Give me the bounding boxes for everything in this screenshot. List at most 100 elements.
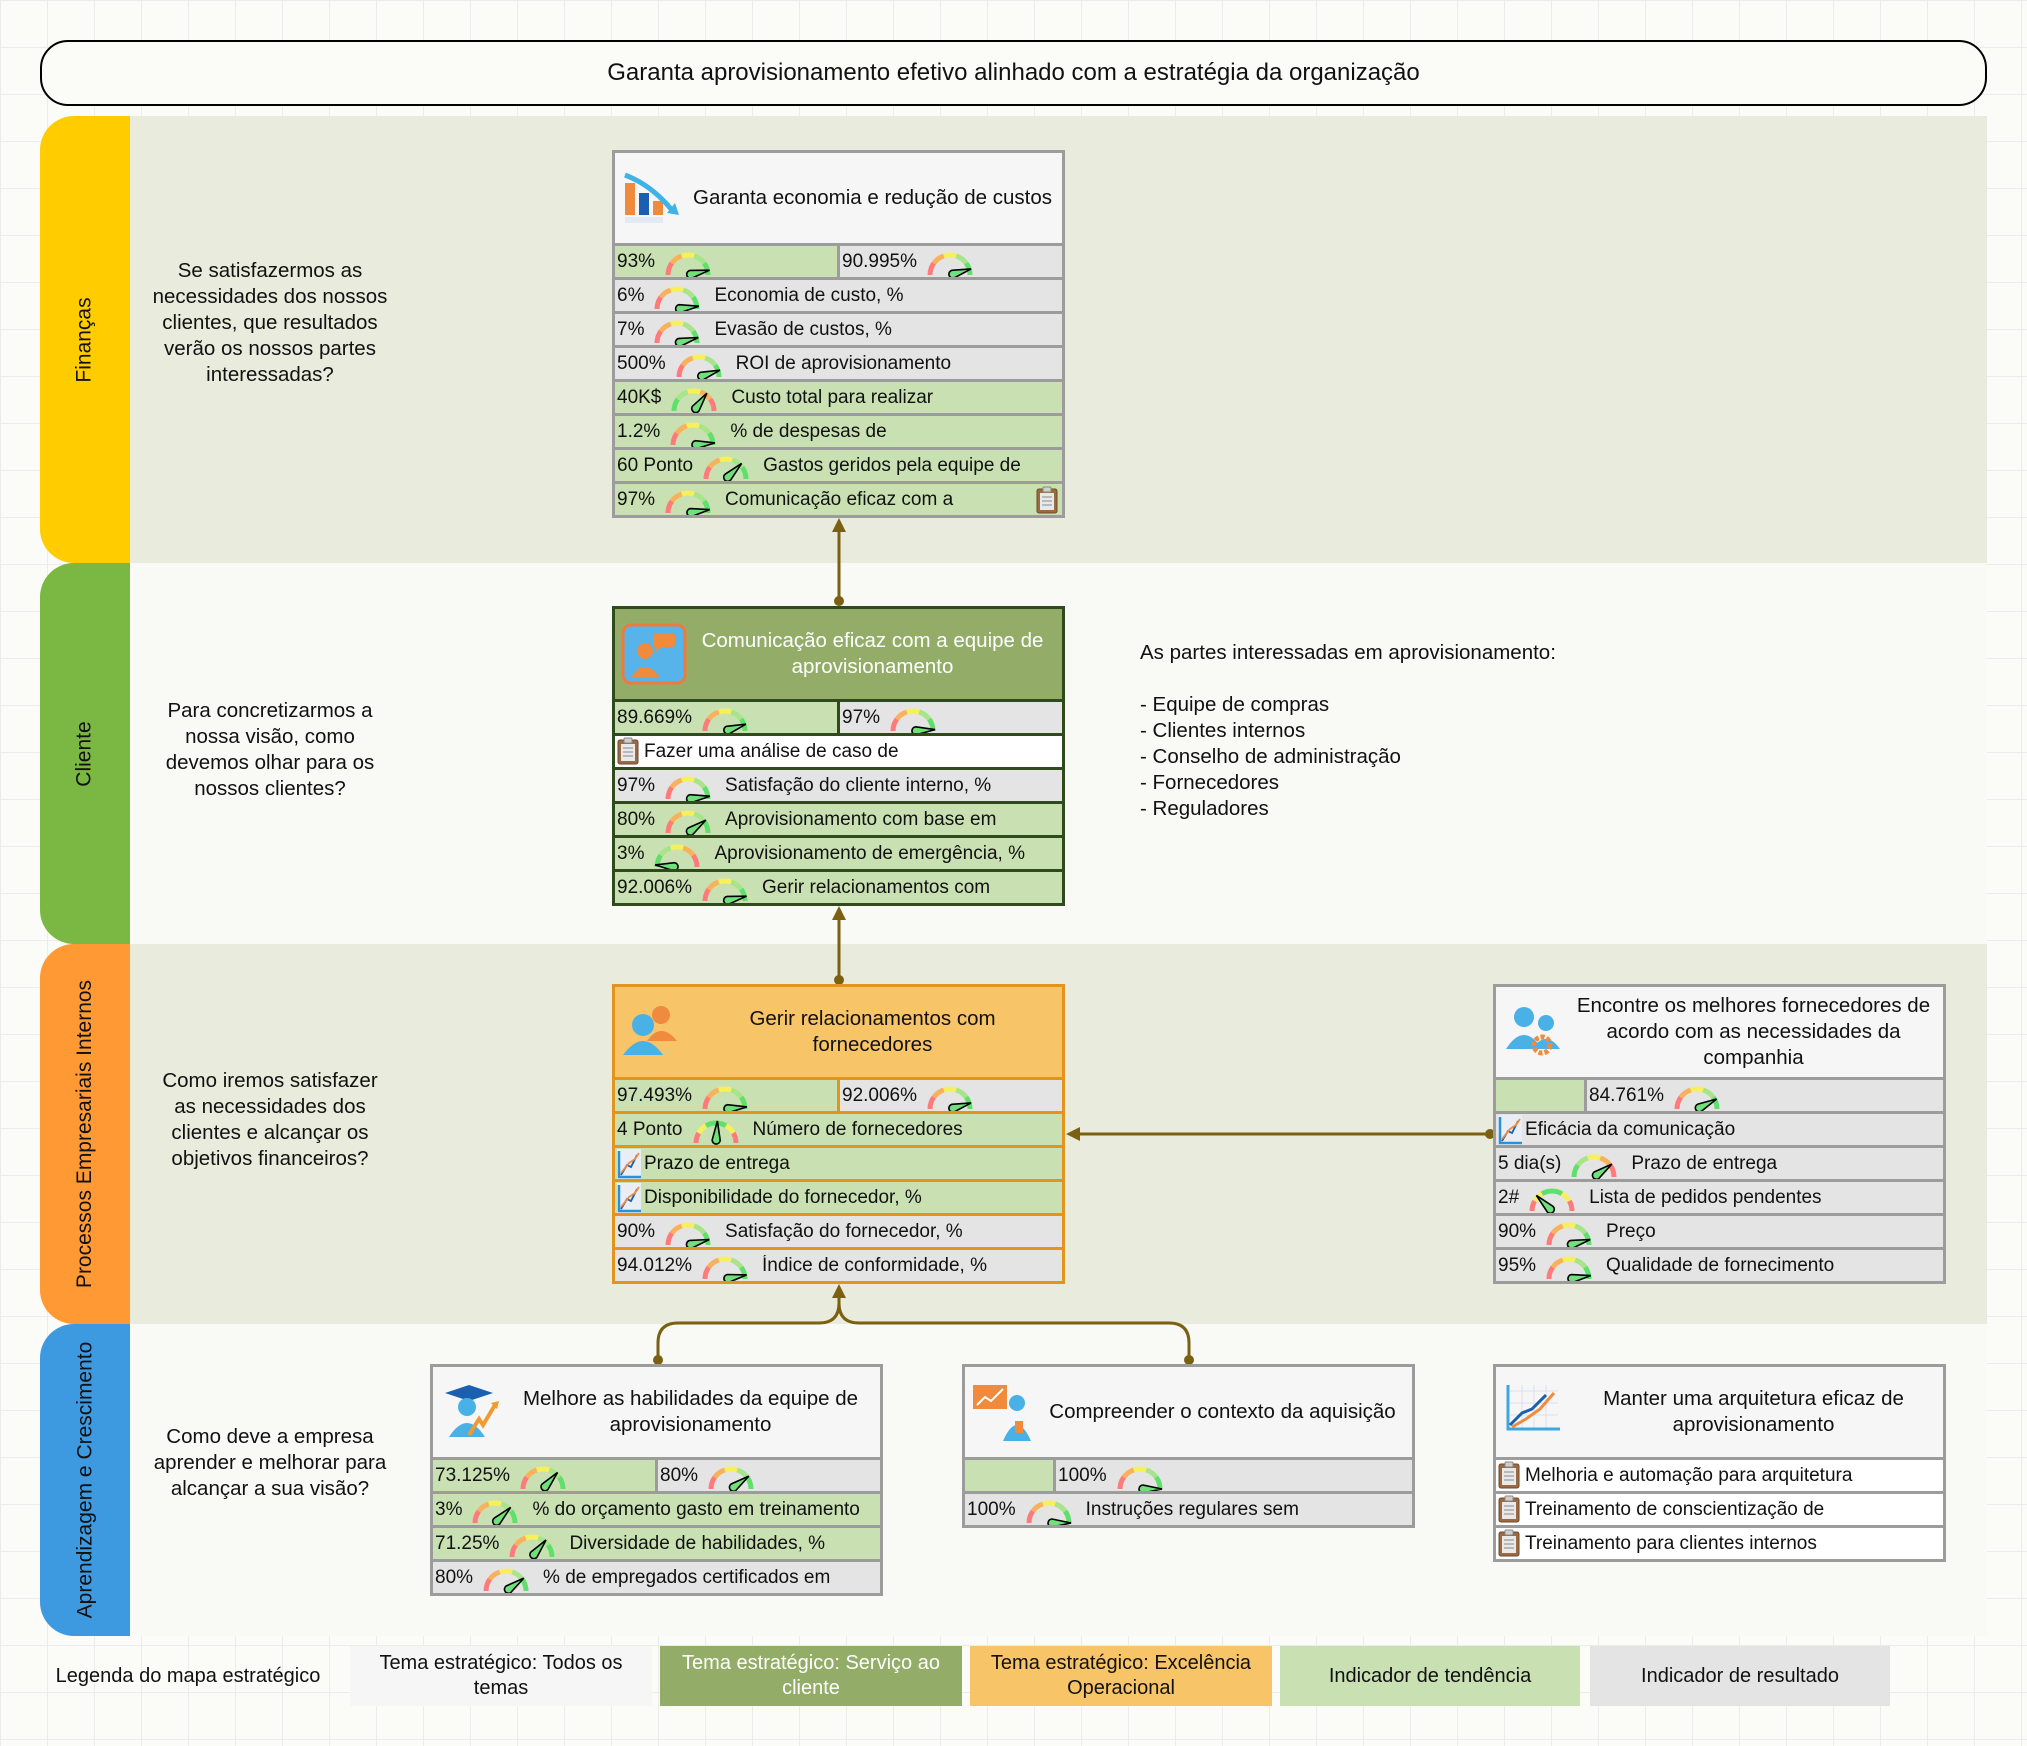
gauge-needle (685, 1238, 710, 1247)
indicator-row[interactable]: 500%ROI de aprovisionamento (615, 345, 1062, 379)
indicator-label: % de despesas de (730, 420, 887, 442)
gauge-segment (731, 457, 745, 469)
summary-row: 89.669%97% (615, 699, 1062, 733)
initiative-row[interactable]: Treinamento de conscientização de (1496, 1491, 1943, 1525)
indicator-row[interactable]: 3%% do orçamento gasto em treinamento (433, 1491, 880, 1525)
indicator-row[interactable]: 7%Evasão de custos, % (615, 311, 1062, 345)
indicator-row[interactable]: Eficácia da comunicação (1496, 1111, 1943, 1145)
gauge-segment (1144, 1467, 1158, 1479)
gauge-segment (693, 253, 707, 265)
leading-summary[interactable]: 93% (615, 246, 837, 277)
gauge-segment (739, 887, 748, 901)
gauge-segment (693, 491, 707, 503)
leading-summary[interactable]: 73.125% (433, 1460, 655, 1491)
gauge-segment (670, 431, 680, 445)
gauge-segment (687, 388, 702, 394)
initiative-row[interactable]: Treinamento para clientes internos (1496, 1525, 1943, 1559)
indicator-row[interactable]: 90%Satisfação do fornecedor, % (615, 1213, 1062, 1247)
objective-team-skills[interactable]: Melhore as habilidades da equipe de apro… (430, 1364, 883, 1596)
indicator-row[interactable]: 2#Lista de pedidos pendentes (1496, 1179, 1943, 1213)
indicator-row[interactable]: 71.25%Diversidade de habilidades, % (433, 1525, 880, 1559)
gauge-icon (1113, 1461, 1167, 1491)
gauge-icon (505, 1529, 559, 1559)
gauge-icon (516, 1461, 570, 1491)
gauge-segment (1711, 1095, 1720, 1109)
indicator-label: Prazo de entrega (1631, 1152, 1778, 1174)
leading-summary[interactable]: 97.493% (615, 1080, 837, 1111)
leading-summary[interactable] (965, 1460, 1053, 1491)
gauge-icon (923, 1081, 977, 1111)
indicator-row[interactable]: 5 dia(s)Prazo de entrega (1496, 1145, 1943, 1179)
indicator-row[interactable]: 92.006%Gerir relacionamentos com (615, 869, 1062, 903)
indicator-row[interactable]: Prazo de entrega (615, 1145, 1062, 1179)
lagging-summary[interactable]: 80% (655, 1460, 880, 1491)
indicator-label: Instruções regulares sem (1085, 1498, 1299, 1520)
communication-person-icon (621, 621, 687, 687)
indicator-row[interactable]: 80%% de empregados certificados em (433, 1559, 880, 1593)
gauge-needle (686, 507, 711, 515)
indicator-row[interactable]: 97%Satisfação do cliente interno, % (615, 767, 1062, 801)
indicator-row[interactable]: Disponibilidade do fornecedor, % (615, 1179, 1062, 1213)
indicator-value: 97% (617, 774, 656, 796)
clipboard-icon (1498, 1529, 1522, 1559)
clipboard-icon[interactable] (1036, 486, 1058, 514)
people-gear-icon (1502, 999, 1568, 1065)
trend-chart-icon (617, 1148, 641, 1179)
indicator-row[interactable]: 80%Aprovisionamento com base em (615, 801, 1062, 835)
gauge-segment (703, 465, 713, 479)
objective-header: Compreender o contexto da aquisição (965, 1367, 1412, 1457)
gauge-needle (686, 268, 710, 277)
trend-chart-icon (617, 1182, 641, 1213)
gauge-segment (681, 490, 696, 496)
indicator-row[interactable]: 97%Comunicação eficaz com a (615, 481, 1062, 515)
gauge-segment (943, 1086, 957, 1092)
gauge-icon (650, 315, 704, 345)
lagging-summary[interactable]: 90.995% (837, 246, 1062, 277)
indicator-row[interactable]: 40K$Custo total para realizar (615, 379, 1062, 413)
indicator-row[interactable]: 1.2%% de despesas de (615, 413, 1062, 447)
gauge-segment (736, 1467, 750, 1479)
initiative-row[interactable]: Melhoria e automação para arquitetura (1496, 1457, 1943, 1491)
gauge-icon (699, 451, 753, 481)
gauge-segment (702, 819, 711, 833)
indicator-row[interactable]: 94.012%Índice de conformidade, % (615, 1247, 1062, 1281)
gauge-segment (702, 887, 711, 901)
indicator-row[interactable]: 6%Economia de custo, % (615, 277, 1062, 311)
lagging-summary[interactable]: 92.006% (837, 1080, 1062, 1111)
gauge-segment (681, 776, 696, 782)
gauge-segment (707, 431, 716, 445)
lagging-summary[interactable]: 84.761% (1584, 1080, 1943, 1111)
indicator-row[interactable]: 100%Instruções regulares sem (965, 1491, 1412, 1525)
indicator-row[interactable]: 3%Aprovisionamento de emergência, % (615, 835, 1062, 869)
lagging-summary[interactable]: 97% (837, 702, 1062, 733)
gauge-needle (696, 368, 720, 379)
leading-summary[interactable]: 89.669% (615, 702, 837, 733)
objective-architecture[interactable]: Manter uma arquitetura eficaz de aprovis… (1493, 1364, 1946, 1562)
objective-best-suppliers[interactable]: Encontre os melhores fornecedores de aco… (1493, 984, 1946, 1284)
legend-theme-client: Tema estratégico: Serviço ao cliente (660, 1646, 962, 1706)
indicator-row[interactable]: 95%Qualidade de fornecimento (1496, 1247, 1943, 1281)
leading-summary[interactable] (1496, 1080, 1584, 1111)
indicator-row[interactable]: 90%Preço (1496, 1213, 1943, 1247)
gauge-segment (1121, 1467, 1135, 1479)
gauge-icon (1542, 1251, 1596, 1281)
gauge-segment (739, 1095, 748, 1109)
objective-communication[interactable]: Comunicação eficaz com a equipe de aprov… (612, 606, 1065, 906)
gauge-segment (931, 253, 945, 265)
lagging-summary[interactable]: 100% (1053, 1460, 1412, 1491)
gauge-segment (894, 709, 908, 721)
gauge-needle (1694, 1097, 1718, 1111)
gauge-needle (710, 1120, 721, 1145)
gauge-segment (1551, 1188, 1564, 1196)
gauge-segment (681, 810, 696, 816)
indicator-label: Melhoria e automação para arquitetura (1525, 1464, 1853, 1486)
gauge-segment (1117, 1475, 1126, 1489)
gauge-segment (1546, 1231, 1555, 1245)
gauge-segment (525, 1534, 540, 1540)
initiative-row[interactable]: Fazer uma análise de caso de (615, 733, 1062, 767)
